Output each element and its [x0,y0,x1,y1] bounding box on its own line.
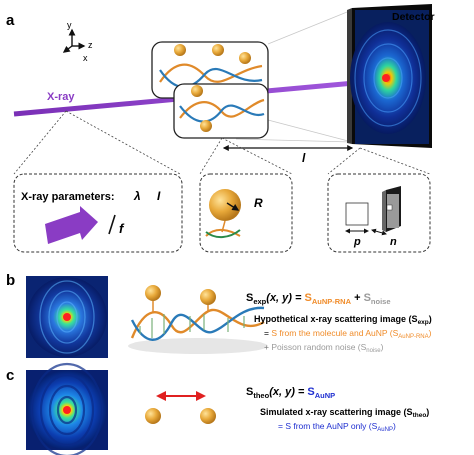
flux-symbol: f [119,221,125,236]
panel-label-a: a [6,12,15,29]
equation-theo: Stheo(x, y) = SAuNP [246,386,335,400]
xray-parameters-title: X-ray parameters: [21,191,115,203]
pixel-size-label: p [353,236,361,248]
aunp-only-term: = S from the AuNP only (SAuNP) [278,421,396,433]
wavelength-symbol: λ [133,189,141,203]
radius-label: R [254,196,263,210]
molecule-box-front [173,83,269,139]
axis-x-label: x [83,53,88,63]
xray-label: X-ray [47,91,75,103]
experimental-scattering-image [26,276,108,358]
detector-label: Detector [392,11,435,23]
theoretical-scattering-image [26,362,108,455]
intensity-symbol: I [157,189,161,203]
particle-radius-box [199,173,293,253]
molecule-aunp-term: = S from the molecule and AuNP (SAuNP-RN… [264,328,432,340]
axis-z-label: z [88,40,93,50]
hypothetical-image-title: Hypothetical x-ray scattering image (Sex… [254,314,432,326]
panel-label-c: c [6,367,14,384]
pixel-count-label: n [390,236,397,248]
poisson-noise-term: + Poisson random noise (Snoise) [264,342,384,354]
xray-parameters-box [13,173,183,253]
rna-aunp-model [128,285,268,354]
axis-y-label: y [67,20,72,30]
projection-lines [235,9,353,143]
equation-exp: Sexp(x, y) = SAuNP-RNA + Snoise [246,292,391,306]
axes-icon [62,28,86,53]
aunp-pair-model [145,391,216,424]
detector [347,4,432,148]
panel-label-b: b [6,272,15,289]
distance-label: l [302,151,306,165]
callout-lines [13,110,431,175]
detector-parameters-box [327,173,431,253]
simulated-image-title: Simulated x-ray scattering image (Stheo) [260,407,429,419]
